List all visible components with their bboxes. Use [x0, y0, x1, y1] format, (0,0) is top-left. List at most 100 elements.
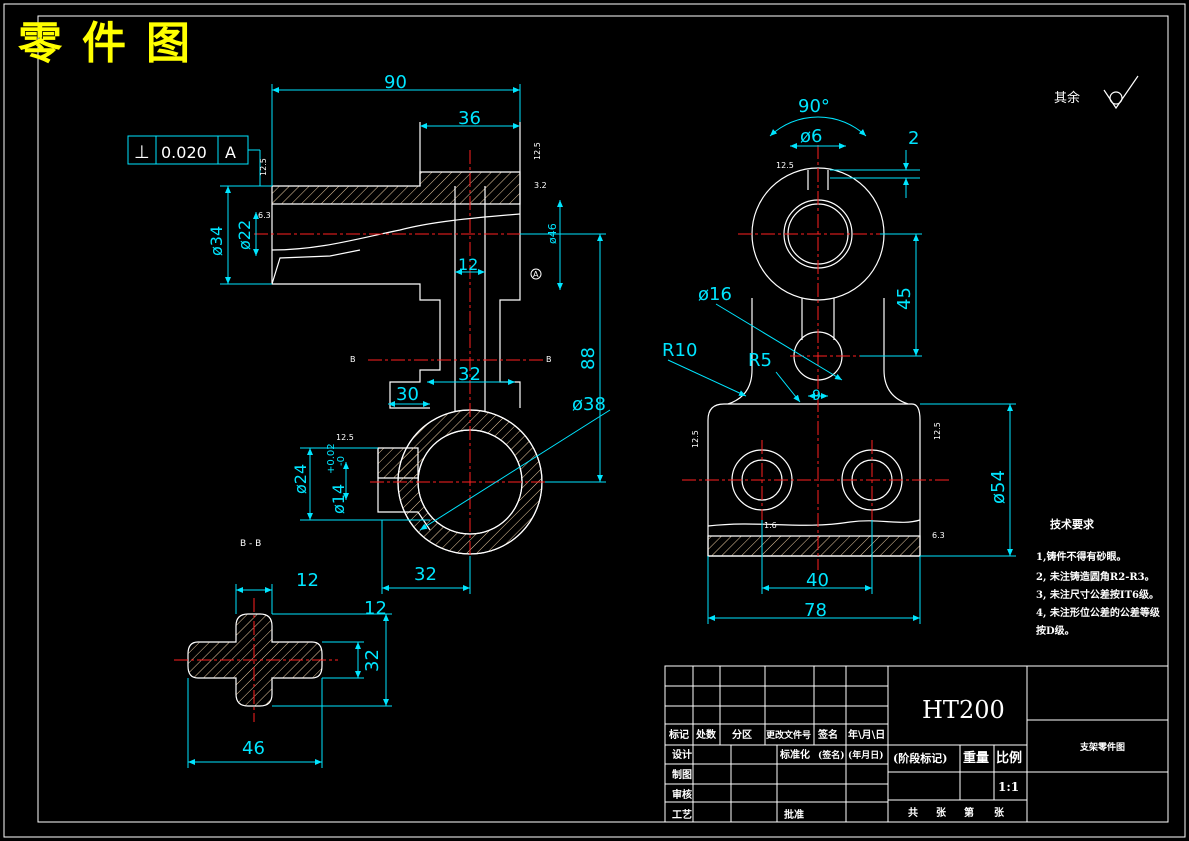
dim-16: ø16 — [698, 284, 732, 305]
section-dim-46: 46 — [242, 738, 265, 759]
title-block — [664, 665, 1169, 823]
side-roughness-2: 12.5 — [691, 430, 700, 448]
front-side-boss — [377, 448, 431, 531]
header-count: 处数 — [695, 728, 717, 741]
dim-r10: R10 — [662, 340, 697, 361]
front-ring-hatch — [397, 409, 543, 555]
row-standard: 标准化 — [779, 748, 810, 761]
dim-90: 90 — [384, 72, 407, 93]
dim-54: ø54 — [988, 470, 1009, 504]
dim-78: 78 — [804, 600, 827, 621]
other-finish: 其余 — [1054, 75, 1139, 110]
header-change-doc: 更改文件号 — [766, 729, 811, 741]
header-mark: 标记 — [668, 728, 689, 741]
dim-34: ø34 — [207, 226, 226, 256]
side-view — [707, 167, 921, 557]
section-mark-left: B — [350, 355, 356, 364]
header-sign: 签名 — [817, 728, 838, 741]
side-slot — [807, 170, 829, 190]
front-view — [271, 122, 543, 555]
front-break-line — [271, 213, 521, 251]
front-top-flange-hatch — [271, 171, 521, 205]
page-title: 零件图 — [18, 18, 190, 69]
side-dimension-text: 90° ø6 2 ø16 R10 R5 45 9 ø54 40 78 — [662, 96, 1009, 621]
roughness-4: 12.5 — [336, 433, 354, 442]
roughness-5: 3.2 — [534, 181, 547, 190]
sheets-unit-1: 张 — [936, 806, 947, 819]
sheets-index: 第 — [964, 806, 974, 819]
approve: 批准 — [784, 808, 804, 821]
front-dimension-text: 90 36 12 32 30 88 ø38 ø34 ø22 ø46 ø24 ø1… — [134, 72, 606, 585]
row-draw: 制图 — [672, 768, 692, 781]
side-base-hatch — [707, 535, 921, 557]
section-view: B - B 12 12 32 46 — [174, 539, 392, 768]
tech-title: 技术要求 — [1050, 517, 1095, 531]
tech-item-5: 按D级。 — [1036, 624, 1075, 637]
row-design: 设计 — [672, 748, 692, 761]
weight-label: 重量 — [963, 750, 989, 766]
dim-40: 40 — [806, 570, 829, 591]
front-dimensions — [127, 84, 611, 594]
dim-90-deg: 90° — [798, 96, 830, 117]
front-annotations: 12.5 12.5 6.3 12.5 3.2 A B B — [258, 142, 552, 442]
front-upper-body — [271, 204, 441, 409]
section-label: B - B — [240, 539, 261, 549]
dim-36: 36 — [458, 108, 481, 129]
tech-item-2: 2, 未注铸造圆角R2-R3。 — [1036, 570, 1155, 583]
tech-item-1: 1,铸件不得有砂眼。 — [1036, 550, 1126, 563]
roughness-2: 12.5 — [533, 142, 542, 160]
other-finish-label: 其余 — [1054, 90, 1080, 106]
tech-item-4: 4, 未注形位公差的公差等级 — [1036, 606, 1161, 619]
tech-requirements: 技术要求 1,铸件不得有砂眼。 2, 未注铸造圆角R2-R3。 3, 未注尺寸公… — [1036, 517, 1161, 637]
dim-30: 30 — [396, 384, 419, 405]
front-body-right — [499, 186, 521, 408]
side-base-break — [707, 519, 921, 527]
side-roughness-3: 12.5 — [933, 422, 942, 440]
scale-value: 1:1 — [998, 780, 1019, 794]
part-name: 支架零件图 — [1079, 741, 1125, 753]
dim-14-tol-upper: +0.02 — [326, 443, 337, 474]
side-roughness-1: 12.5 — [776, 161, 794, 170]
dim-32: 32 — [458, 364, 481, 385]
side-roughness-5: 6.3 — [932, 531, 945, 540]
row-date: (年月日) — [848, 749, 884, 761]
dim-46: ø46 — [546, 223, 559, 244]
side-centerlines — [682, 145, 950, 570]
scale-label: 比例 — [996, 750, 1022, 766]
header-date: 年\月\日 — [848, 728, 885, 741]
dim-14-tol-lower: -0 — [336, 456, 347, 466]
material-label: HT200 — [922, 696, 1005, 724]
section-dim-12-right: 12 — [364, 598, 387, 619]
dim-9: 9 — [812, 388, 821, 404]
side-base — [707, 403, 921, 557]
stage-label: (阶段标记) — [893, 751, 947, 765]
header-zone: 分区 — [732, 728, 752, 741]
dim-24: ø24 — [291, 464, 310, 494]
dim-14: ø14 — [329, 484, 348, 514]
side-left-fillet — [727, 298, 753, 405]
dim-38: ø38 — [572, 394, 606, 415]
dim-r5: R5 — [748, 350, 772, 371]
dim-32-bottom: 32 — [414, 564, 437, 585]
tolerance-datum: A — [225, 143, 236, 162]
roughness-3: 6.3 — [258, 211, 271, 220]
side-dimensions — [667, 116, 1016, 624]
tech-item-3: 3, 未注尺寸公差按IT6级。 — [1036, 588, 1159, 601]
front-centerlines — [254, 150, 575, 560]
inner-frame — [37, 15, 1169, 823]
section-mark-right: B — [546, 355, 552, 364]
dim-22: ø22 — [235, 220, 254, 250]
side-right-fillet — [883, 298, 909, 405]
dim-2: 2 — [908, 128, 919, 149]
side-annotations: 12.5 12.5 12.5 1.6 6.3 — [691, 161, 945, 540]
dim-88: 88 — [578, 347, 599, 370]
tolerance-value: 0.020 — [161, 143, 207, 162]
dim-45: 45 — [894, 287, 915, 310]
dim-6: ø6 — [800, 126, 822, 147]
sheets-unit-2: 张 — [994, 806, 1005, 819]
finish-symbol-icon — [1103, 75, 1139, 110]
section-dim-12-top: 12 — [296, 570, 319, 591]
dim-12-slot: 12 — [458, 255, 478, 274]
datum-a-label: A — [533, 270, 539, 279]
